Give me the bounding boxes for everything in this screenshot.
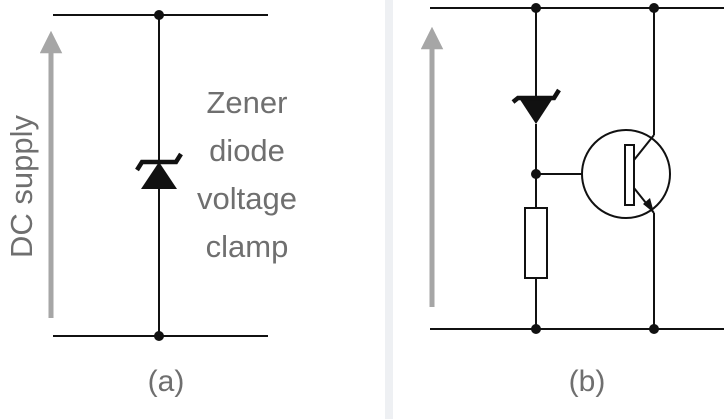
- junction-dot-b-top-left: [531, 3, 541, 13]
- panel-b-background: [393, 0, 724, 419]
- panel-a-background: [0, 0, 385, 419]
- zener-diode-b: [511, 88, 561, 124]
- circuit-b: (b): [420, 3, 724, 398]
- dc-supply-label: DC supply: [4, 115, 39, 258]
- junction-dot-b-top-right: [649, 3, 659, 13]
- caption-a: (a): [148, 365, 185, 398]
- junction-dot-a-bottom: [154, 331, 164, 341]
- junction-dot-b-bottom-right: [649, 324, 659, 334]
- circuit-a: DC supply Zener diode voltage clamp (a): [4, 10, 297, 398]
- clamp-label-line-3: voltage: [197, 181, 297, 216]
- junction-dot-a-top: [154, 10, 164, 20]
- clamp-label-line-2: diode: [209, 133, 285, 168]
- npn-transistor: [581, 129, 671, 219]
- zener-diode-a: [135, 152, 183, 189]
- junction-dot-b-base: [531, 169, 541, 179]
- caption-b: (b): [569, 365, 606, 398]
- junction-dot-b-bottom-left: [531, 324, 541, 334]
- clamp-label-line-1: Zener: [207, 85, 288, 120]
- resistor: [524, 207, 548, 279]
- clamp-label-line-4: clamp: [206, 229, 289, 264]
